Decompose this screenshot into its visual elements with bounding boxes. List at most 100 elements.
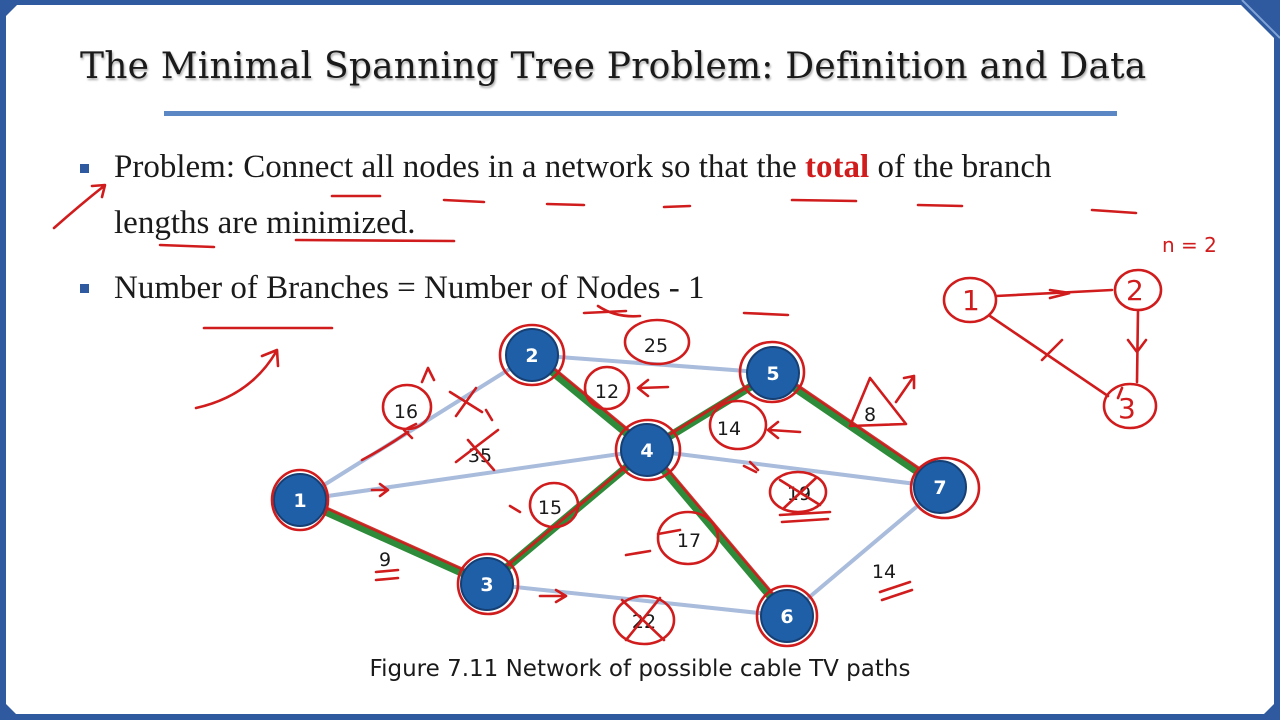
bullet-marker xyxy=(80,164,89,173)
ink-mark xyxy=(484,408,494,422)
node-6 xyxy=(760,589,814,643)
ink-arrow xyxy=(52,183,107,230)
ink-cross xyxy=(454,428,500,472)
edge-weight-label: 25 xyxy=(644,335,668,357)
sketch-stroke xyxy=(1116,386,1124,400)
ink-node-circle xyxy=(456,552,520,616)
ink-highlight-3-4 xyxy=(487,445,651,583)
edge-weight-label: 14 xyxy=(717,418,741,440)
ink-arrow xyxy=(624,528,682,557)
ink-triangle xyxy=(848,376,908,428)
ink-node-circle xyxy=(270,468,330,532)
figure-caption: Figure 7.11 Network of possible cable TV… xyxy=(0,656,1280,682)
ink-circle xyxy=(768,470,828,514)
sketch-node-1 xyxy=(942,276,998,324)
ink-highlight-5-7 xyxy=(773,368,944,486)
corner-decoration-top-right xyxy=(1236,0,1280,44)
ink-cross xyxy=(778,476,822,510)
sketch-edge-2-3 xyxy=(1126,308,1148,384)
node-2 xyxy=(505,328,559,382)
bullet-problem-text-after: of the branch xyxy=(869,149,1052,185)
edge-weight-label: 17 xyxy=(677,530,701,552)
corner-decoration-top-left xyxy=(0,0,22,22)
node-label: 2 xyxy=(525,345,538,367)
edge-weight-label: 9 xyxy=(379,549,391,571)
ink-circle xyxy=(708,399,768,451)
edge-weight-label: 16 xyxy=(394,401,418,423)
edge-1-4 xyxy=(299,448,648,502)
ink-mark xyxy=(508,504,522,514)
tree-edge-5-7 xyxy=(769,369,944,491)
node-5 xyxy=(746,346,800,400)
bullet-problem-line1: Problem: Connect all nodes in a network … xyxy=(114,149,1052,186)
ink-node-circle xyxy=(614,418,682,482)
node-7 xyxy=(913,460,967,514)
sketch-node-3 xyxy=(1102,382,1158,430)
ink-underline xyxy=(374,568,400,582)
node-label: 7 xyxy=(933,477,946,499)
ink-node-circle xyxy=(755,584,819,648)
ink-cross xyxy=(448,386,484,418)
node-label: 5 xyxy=(766,363,779,385)
ink-arrow xyxy=(194,348,280,410)
edge-weight-label: 8 xyxy=(864,404,876,426)
ink-circle xyxy=(623,318,691,366)
ink-mark xyxy=(596,304,642,318)
node-3 xyxy=(460,557,514,611)
edge-weight-label: 15 xyxy=(538,497,562,519)
node-1 xyxy=(273,473,327,527)
ink-node-circle xyxy=(738,340,806,404)
ink-underline xyxy=(158,238,456,249)
ink-underline xyxy=(330,194,1138,215)
bullet-branches: Number of Branches = Number of Nodes - 1 xyxy=(114,270,705,306)
ink-node-circle xyxy=(909,456,981,520)
title-underline xyxy=(164,111,1117,116)
ink-underline xyxy=(778,510,832,524)
ink-arrow xyxy=(636,378,670,398)
corner-decoration-bottom-left xyxy=(0,698,22,720)
sketch-note: n = 2 xyxy=(1162,233,1217,257)
sketch-node-3-label: 3 xyxy=(1118,392,1136,425)
edge-weight-label: 14 xyxy=(872,561,896,583)
sketch-edge-1-3 xyxy=(988,314,1110,398)
node-label: 6 xyxy=(780,606,793,628)
figure-caption-text: Figure 7.11 Network of possible cable TV… xyxy=(369,656,911,682)
ink-node-circle xyxy=(498,323,566,387)
edge-3-6 xyxy=(486,582,788,618)
ink-underline xyxy=(878,580,914,602)
slide-title: The Minimal Spanning Tree Problem: Defin… xyxy=(80,46,1147,87)
bullet-problem-text-before: Problem: Connect all nodes in a network … xyxy=(114,149,806,185)
ink-highlight-1-3 xyxy=(300,495,491,583)
ink-arrow xyxy=(360,422,418,462)
bullet-problem-highlight: total xyxy=(805,149,870,185)
node-label: 4 xyxy=(640,440,653,462)
ink-arrow xyxy=(742,460,760,474)
ink-circle xyxy=(612,594,676,646)
node-label: 1 xyxy=(293,490,306,512)
ink-circle xyxy=(528,481,580,529)
ink-arrow xyxy=(370,482,390,498)
handwritten-sketch xyxy=(942,268,1163,430)
edge-4-7 xyxy=(646,448,941,489)
ink-arrow xyxy=(894,374,916,404)
sketch-node-2-label: 2 xyxy=(1126,274,1144,307)
sketch-edge-1-2 xyxy=(994,288,1114,300)
ink-underline xyxy=(582,309,790,317)
ink-circle xyxy=(656,510,720,566)
ink-circle xyxy=(583,365,631,411)
node-4 xyxy=(620,423,674,477)
ink-highlight-4-6 xyxy=(647,445,791,615)
ink-arrow xyxy=(538,588,568,604)
tree-edge-1-3 xyxy=(296,496,491,588)
edge-6-7 xyxy=(785,485,942,618)
node-label: 3 xyxy=(480,574,493,596)
ink-arrow xyxy=(420,366,436,384)
bullet-problem-line2: lengths are minimized. xyxy=(114,205,416,241)
sketch-node-1-label: 1 xyxy=(962,284,980,317)
corner-decoration-bottom-right xyxy=(1258,698,1280,720)
ink-arrow xyxy=(766,420,802,440)
edge-weight-label: 12 xyxy=(595,381,619,403)
bullet-marker xyxy=(80,284,89,293)
